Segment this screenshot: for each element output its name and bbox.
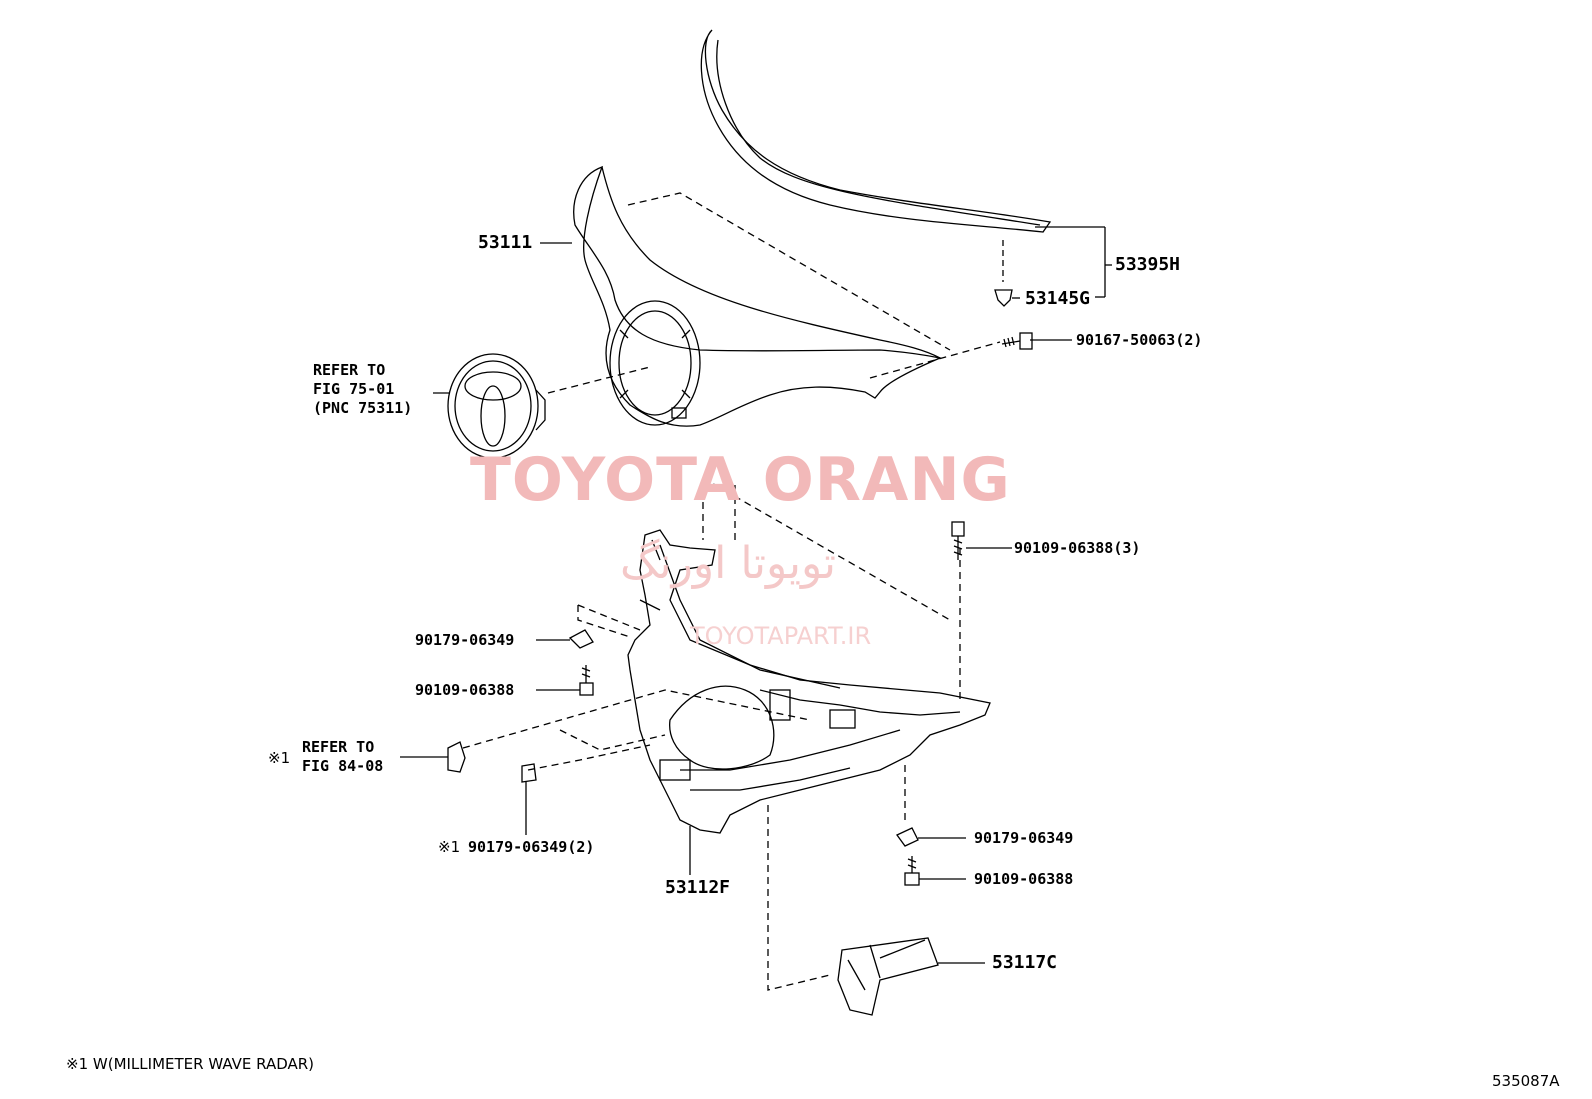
label-90167-50063: 90167-50063(2) <box>1076 331 1203 349</box>
radar-bracket-part <box>400 741 466 773</box>
label-90109-06388-right: 90109-06388 <box>974 870 1074 888</box>
label-53395h: 53395H <box>1115 254 1181 275</box>
nut-radar-mark: ※1 <box>438 838 461 856</box>
label-53111: 53111 <box>478 232 533 253</box>
watermark-url: TOYOTAPART.IR <box>690 622 872 650</box>
watermark-persian: تویوتا اورنگ <box>620 538 836 589</box>
nut-90179-left <box>536 629 594 649</box>
bolt-90167 <box>1001 332 1033 350</box>
label-53117c: 53117C <box>992 952 1058 973</box>
label-90109-06388-3: 90109-06388(3) <box>1014 539 1141 557</box>
watermark-main: TOYOTA ORANG <box>470 445 1011 515</box>
label-90179-06349-left: 90179-06349 <box>415 631 515 649</box>
radar-mark: ※1 <box>268 749 291 767</box>
nut-90179-radar <box>521 763 537 835</box>
support-dashed-lines <box>462 477 961 991</box>
label-53145g: 53145G <box>1025 288 1091 309</box>
upper-grille-panel <box>573 165 943 427</box>
hood-trim-strip <box>700 29 1052 233</box>
ref-emblem-line3: (PNC 75311) <box>313 399 413 417</box>
ref-emblem-line1: REFER TO <box>313 361 386 379</box>
label-90179-06349-right: 90179-06349 <box>974 829 1074 847</box>
ref-emblem-line2: FIG 75-01 <box>313 380 395 398</box>
bolt-90109-right <box>904 856 966 886</box>
toyota-emblem <box>447 353 546 459</box>
ref-radar-line2: FIG 84-08 <box>302 757 384 775</box>
radiator-support <box>627 529 991 834</box>
figure-code: 535087A <box>1492 1072 1560 1090</box>
bolt-90109-left <box>536 665 594 696</box>
air-duct <box>837 937 985 1016</box>
top-leader-lines <box>433 192 1112 394</box>
clip-53145g <box>994 289 1020 307</box>
footnote: ※1 W(MILLIMETER WAVE RADAR) <box>66 1055 315 1073</box>
label-90109-06388-left: 90109-06388 <box>415 681 515 699</box>
bolt-90109-upper-right <box>951 521 1012 560</box>
label-90179-06349-2: 90179-06349(2) <box>468 838 595 856</box>
label-53112f: 53112F <box>665 877 731 898</box>
nut-90179-right <box>896 827 966 847</box>
ref-radar-line1: REFER TO <box>302 738 375 756</box>
